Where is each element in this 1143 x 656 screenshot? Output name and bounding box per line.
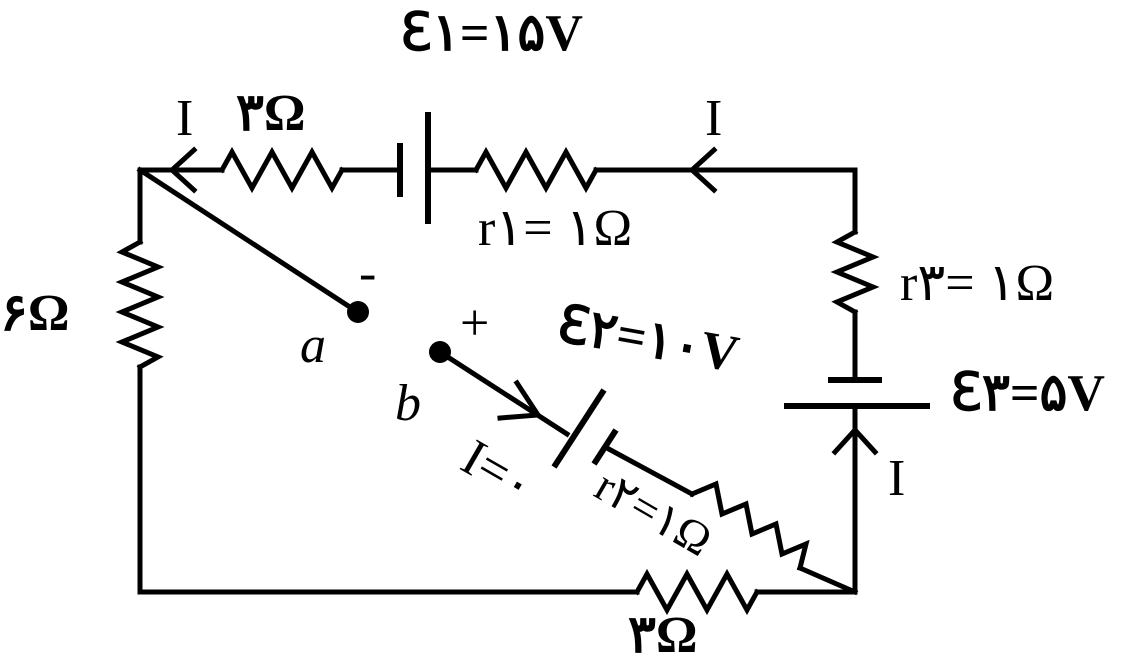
node-a-label: a (300, 317, 326, 374)
current-top-left-label: I (176, 90, 193, 147)
diagonal-wire-upper (436, 348, 571, 438)
emf1-label: ℇ۱=۱۵V (400, 5, 583, 62)
r1-label: r۱= ۱Ω (478, 200, 632, 257)
resistor-r2 (688, 480, 810, 572)
plus-sign: + (460, 295, 489, 352)
current-right-label: I (888, 450, 905, 507)
lead-to-node-a (136, 166, 360, 315)
current-arrow-top-left (168, 146, 198, 194)
battery2-long-plate (551, 388, 607, 469)
current-top-right-label: I (705, 90, 722, 147)
current-zero-label: I=۰ (452, 429, 545, 516)
current-arrow-diagonal (497, 379, 543, 421)
resistor-top-3ohm (218, 146, 346, 194)
node-a-dot (347, 301, 369, 323)
current-arrow-right (831, 426, 879, 456)
diagonal-wire-mid (601, 443, 696, 498)
r3-label: r۳= ۱Ω (900, 255, 1054, 312)
node-b-label: b (395, 375, 421, 432)
resistor-r1 (472, 146, 600, 194)
resistor-left-6ohm (115, 238, 165, 371)
emf3-label: ℇ۳=۵V (950, 365, 1105, 422)
diagonal-wire-lower (796, 564, 859, 596)
resistor-left-label: ۶Ω (0, 285, 70, 342)
minus-sign: - (359, 245, 376, 302)
resistor-bottom-3ohm (633, 568, 761, 616)
resistor-top-label: ۳Ω (236, 85, 306, 142)
resistor-r3 (830, 228, 880, 316)
emf2-label: ℇ۲=۱۰V (553, 296, 743, 384)
resistor-bottom-label: ۳Ω (628, 607, 698, 656)
current-arrow-top-right (688, 146, 718, 194)
